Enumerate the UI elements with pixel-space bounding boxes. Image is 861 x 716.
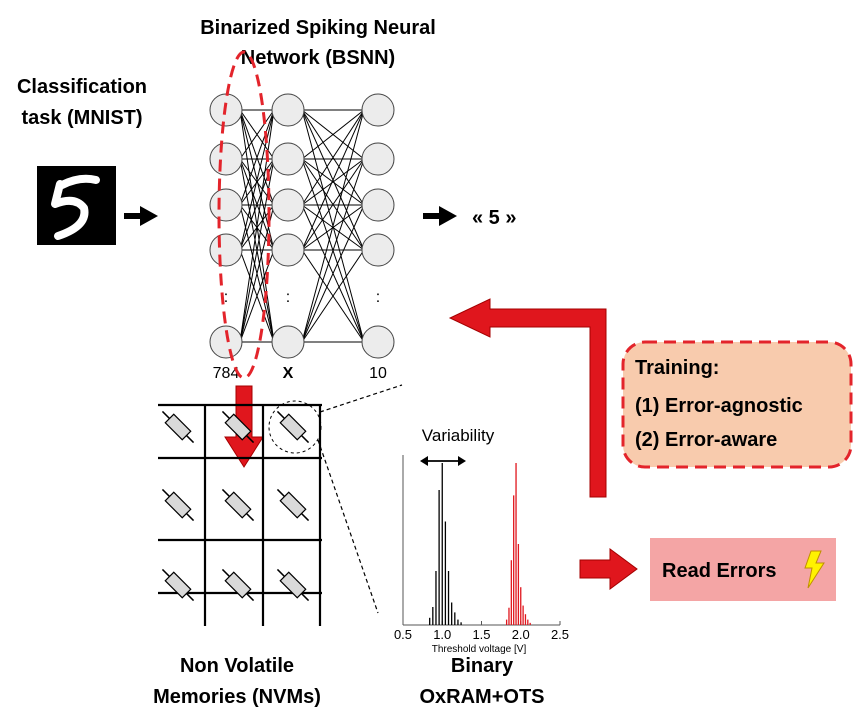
network-connection <box>301 158 365 251</box>
network-connection <box>301 158 365 343</box>
memory-cell-body <box>279 413 307 441</box>
network-connection <box>301 109 365 251</box>
memory-cell-body <box>224 491 252 519</box>
layer2-ellipsis: : <box>286 289 290 306</box>
neuron-layer1 <box>209 188 243 222</box>
neuron-layer1 <box>209 142 243 176</box>
neuron-layer3 <box>361 142 395 176</box>
read-errors-box <box>650 538 836 601</box>
network-connection <box>239 109 275 343</box>
histogram-tick-label: 0.5 <box>394 627 412 642</box>
memory-cell-body <box>164 491 192 519</box>
network-connection <box>301 109 365 343</box>
network-connection <box>239 109 275 160</box>
network-connection <box>301 158 365 206</box>
histogram-tick-label: 1.0 <box>433 627 451 642</box>
lightning-icon <box>804 550 825 589</box>
network-connection <box>239 109 275 251</box>
memory-cell-body <box>164 571 192 599</box>
nvm-label-line2: Memories (NVMs) <box>153 686 321 708</box>
histogram-x-axis-label: Threshold voltage [V] <box>432 644 527 655</box>
read-errors-arrow-icon <box>579 548 638 590</box>
network-connection <box>301 109 365 206</box>
training-title: Training: <box>635 357 719 379</box>
neuron-layer2 <box>271 142 305 176</box>
layer1-ellipsis: : <box>224 289 228 306</box>
neuron-layer2 <box>271 188 305 222</box>
memory-cell <box>276 488 310 522</box>
neuron-layer2 <box>271 325 305 359</box>
training-box <box>621 340 853 469</box>
memory-cell <box>161 568 195 602</box>
read-errors-label: Read Errors <box>662 560 777 582</box>
nvm-crossbar-array <box>158 403 322 626</box>
layer3-size-label: 10 <box>369 365 387 382</box>
histogram-tick-label: 1.5 <box>472 627 490 642</box>
output-label: « 5 » <box>472 207 516 229</box>
variability-double-arrow-icon <box>420 456 466 466</box>
network-connection <box>301 204 365 343</box>
neuron-layer2 <box>271 93 305 127</box>
bsnn-title-line1: Binarized Spiking Neural <box>200 17 436 39</box>
memory-cell <box>161 488 195 522</box>
zoom-line-bottom <box>317 439 379 614</box>
memory-cell <box>276 568 310 602</box>
bsnn-title-line2: Network (BSNN) <box>241 47 395 69</box>
memory-cell <box>221 410 255 444</box>
task-title-line2: task (MNIST) <box>21 107 142 129</box>
nvm-label-line1: Non Volatile <box>180 655 294 677</box>
memory-cell <box>161 410 195 444</box>
memory-cell-body <box>164 413 192 441</box>
memory-cell-body <box>279 571 307 599</box>
network-neurons <box>209 93 395 359</box>
feedback-arrow-icon <box>448 298 607 498</box>
memory-cell-body <box>224 413 252 441</box>
network-connection <box>239 249 275 343</box>
binary-label-line1: Binary <box>451 655 514 677</box>
mnist-digit-image <box>37 166 116 245</box>
neuron-layer3 <box>361 325 395 359</box>
network-connections <box>239 109 365 343</box>
network-connection <box>239 204 275 343</box>
histogram-tick-label: 2.0 <box>512 627 530 642</box>
network-connection <box>301 249 365 343</box>
layer3-ellipsis: : <box>376 289 380 306</box>
histogram-tick-label: 2.5 <box>551 627 569 642</box>
layer1-size-label: 784 <box>213 365 240 382</box>
training-item-2: (2) Error-aware <box>635 429 777 451</box>
neuron-layer1 <box>209 325 243 359</box>
memory-cell <box>221 488 255 522</box>
output-arrow-icon <box>423 206 457 226</box>
neuron-layer3 <box>361 93 395 127</box>
task-title-line1: Classification <box>17 76 147 98</box>
memory-cell <box>276 410 310 444</box>
memory-cell-body <box>224 571 252 599</box>
network-connection <box>239 109 275 206</box>
selected-cell-highlight <box>268 400 322 454</box>
threshold-voltage-histogram: 0.5 1.0 1.5 2.0 2.5 <box>394 455 569 642</box>
highlighted-weight-layer <box>217 50 271 380</box>
binary-label-line2: OxRAM+OTS <box>419 686 544 708</box>
layer2-size-label: X <box>283 365 294 382</box>
variability-label: Variability <box>422 426 495 445</box>
network-connection <box>301 109 365 160</box>
neuron-layer3 <box>361 233 395 267</box>
input-arrow-icon <box>124 206 158 226</box>
memory-cell <box>221 568 255 602</box>
neuron-layer1 <box>209 233 243 267</box>
memory-cell-body <box>279 491 307 519</box>
neuron-layer2 <box>271 233 305 267</box>
neuron-layer3 <box>361 188 395 222</box>
zoom-line-top <box>319 384 403 413</box>
training-item-1: (1) Error-agnostic <box>635 395 803 417</box>
